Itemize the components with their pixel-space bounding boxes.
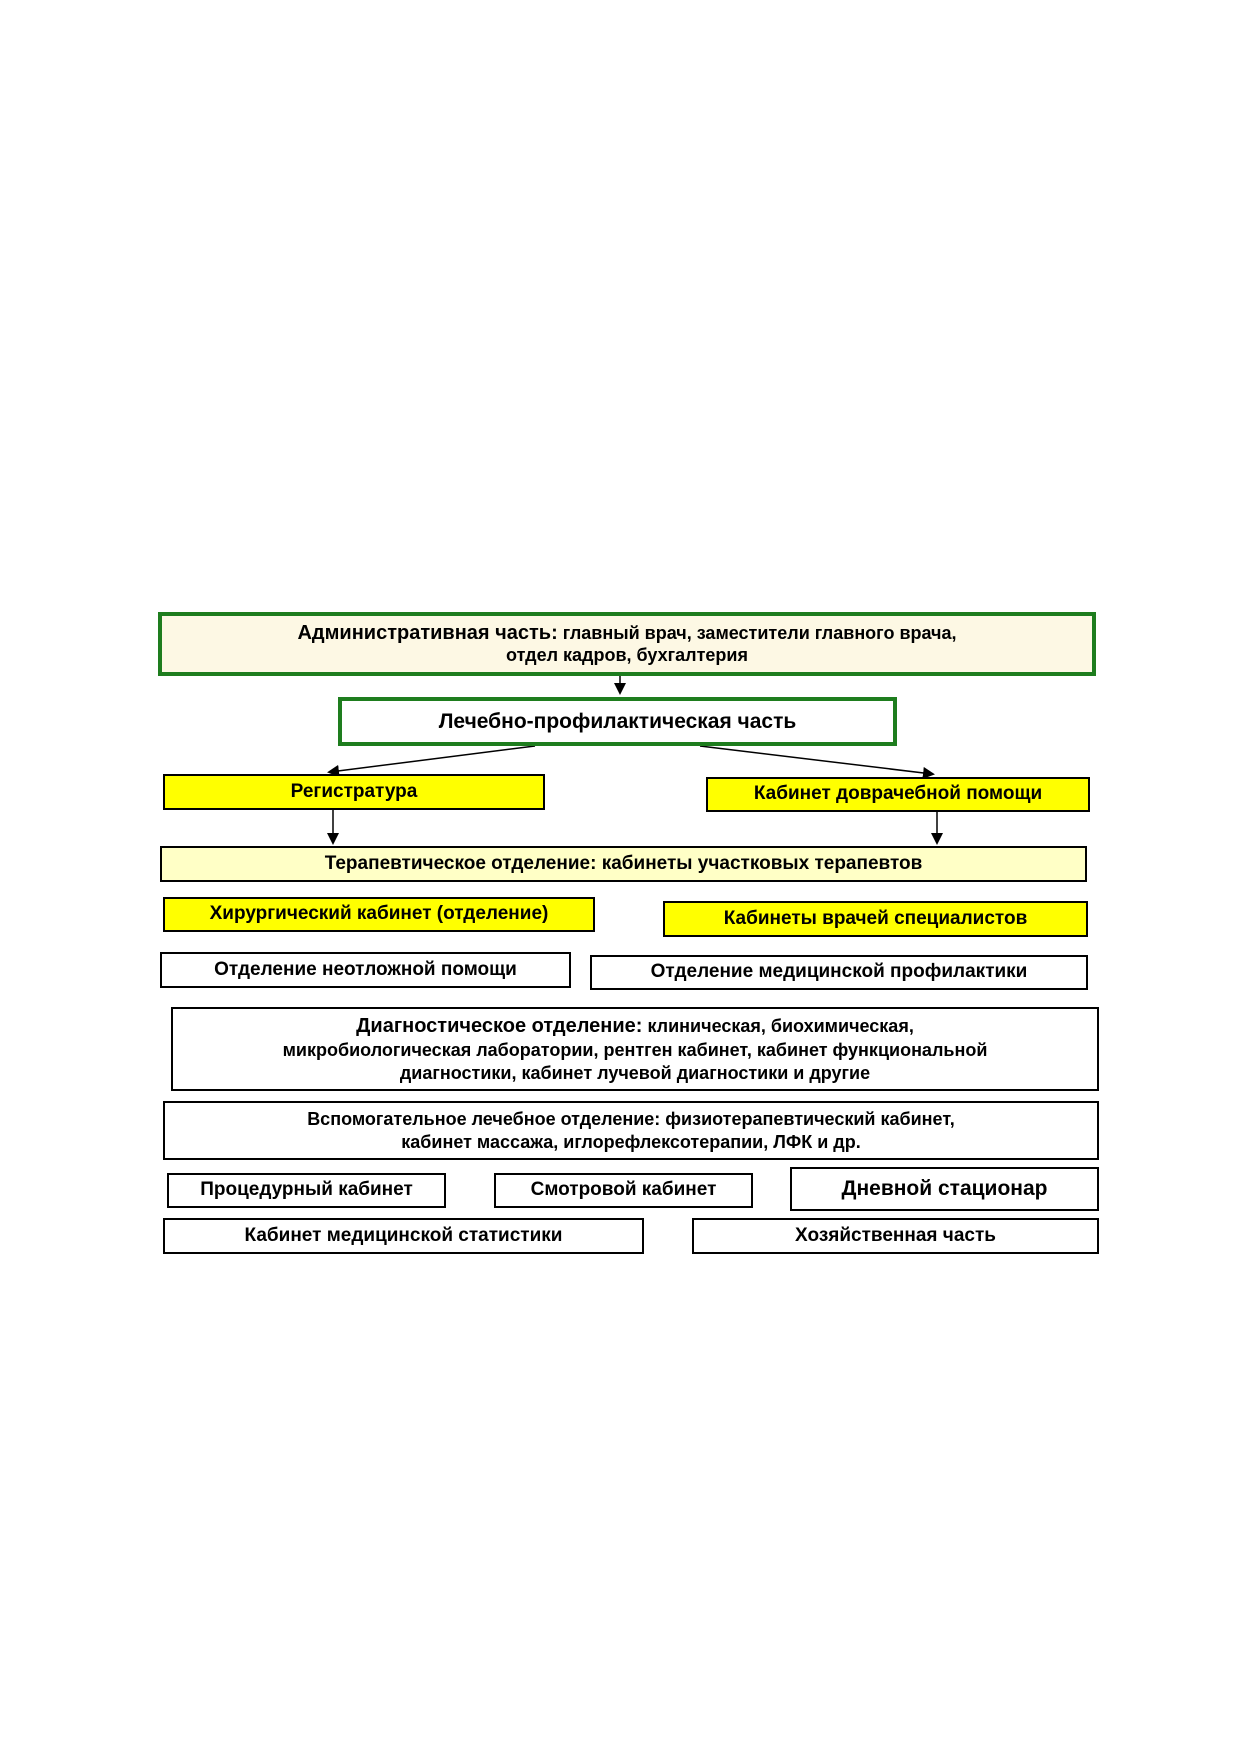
exam-room-label: Смотровой кабинет	[530, 1179, 717, 1201]
diagnostic-line1: клиническая, биохимическая,	[647, 1016, 914, 1036]
emergency-department-box: Отделение неотложной помощи	[160, 952, 571, 988]
arrow-treatment-to-registry	[327, 745, 536, 777]
procedure-room-box: Процедурный кабинет	[167, 1173, 446, 1208]
admin-part-line2: отдел кадров, бухгалтерия	[506, 645, 748, 666]
prevention-department-label: Отделение медицинской профилактики	[650, 961, 1028, 983]
surgery-label: Хирургический кабинет (отделение)	[209, 903, 549, 925]
diagnostic-department-box: Диагностическое отделение: клиническая, …	[171, 1007, 1099, 1091]
registry-label: Регистратура	[290, 780, 418, 802]
diagnostic-department-title: Диагностическое отделение:	[356, 1015, 643, 1037]
procedure-room-label: Процедурный кабинет	[200, 1179, 413, 1201]
emergency-department-label: Отделение неотложной помощи	[214, 958, 517, 980]
auxiliary-line2: кабинет массажа, иглорефлексотерапии, ЛФ…	[401, 1131, 861, 1152]
diagnostic-line2: микробиологическая лаборатории, рентген …	[282, 1040, 988, 1060]
treatment-prophylactic-part-label: Лечебно-профилактическая часть	[438, 709, 797, 733]
medical-statistics-box: Кабинет медицинской статистики	[163, 1218, 644, 1254]
admin-part-box: Административная часть: главный врач, за…	[158, 612, 1096, 676]
specialists-label: Кабинеты врачей специалистов	[723, 907, 1028, 929]
exam-room-box: Смотровой кабинет	[494, 1173, 753, 1208]
household-part-box: Хозяйственная часть	[692, 1218, 1099, 1254]
household-part-label: Хозяйственная часть	[795, 1224, 996, 1246]
diagnostic-line3: диагностики, кабинет лучевой диагностики…	[399, 1062, 871, 1083]
registry-box: Регистратура	[163, 774, 545, 810]
prehospital-care-label: Кабинет доврачебной помощи	[753, 783, 1043, 805]
surgery-box: Хирургический кабинет (отделение)	[163, 897, 595, 932]
auxiliary-line1: Вспомогательное лечебное отделение: физи…	[307, 1109, 955, 1129]
therapy-department-label: Терапевтическое отделение: кабинеты учас…	[324, 852, 923, 874]
day-hospital-box: Дневной стационар	[790, 1167, 1099, 1211]
prehospital-care-box: Кабинет доврачебной помощи	[706, 777, 1090, 812]
day-hospital-label: Дневной стационар	[841, 1177, 1048, 1201]
auxiliary-department-box: Вспомогательное лечебное отделение: физи…	[163, 1101, 1099, 1160]
specialists-box: Кабинеты врачей специалистов	[663, 901, 1088, 937]
admin-part-line1: главный врач, заместители главного врача…	[562, 623, 957, 644]
prevention-department-box: Отделение медицинской профилактики	[590, 955, 1088, 990]
arrow-treatment-to-prehospital	[699, 745, 935, 779]
therapy-department-box: Терапевтическое отделение: кабинеты учас…	[160, 846, 1087, 882]
admin-part-title: Административная часть:	[297, 622, 558, 645]
medical-statistics-label: Кабинет медицинской статистики	[244, 1224, 563, 1246]
treatment-prophylactic-part-box: Лечебно-профилактическая часть	[338, 697, 897, 746]
